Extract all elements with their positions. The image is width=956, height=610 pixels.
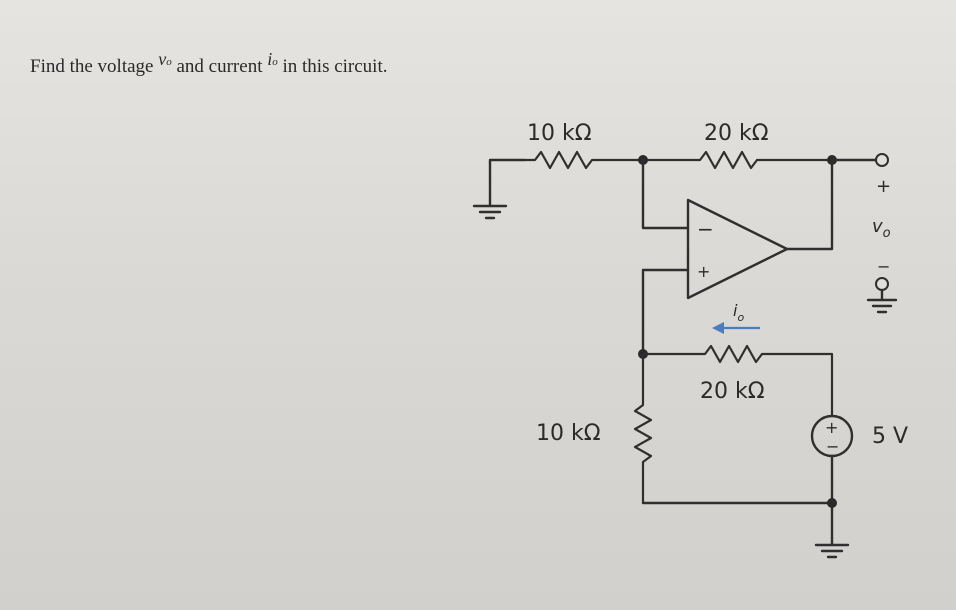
- label-r-middle: 20 kΩ: [700, 379, 765, 404]
- label-output-vo: vo: [872, 216, 891, 241]
- label-r-top-left: 10 kΩ: [527, 121, 592, 146]
- output-terminal-plus: [875, 153, 889, 167]
- source-minus-sign: −: [826, 437, 839, 456]
- source-plus-sign: +: [825, 418, 838, 437]
- output-terminal-minus: [875, 277, 889, 291]
- label-source: 5 V: [872, 424, 908, 449]
- node-bottom: [827, 498, 837, 508]
- question-middle: and current: [176, 56, 263, 77]
- output-plus-sign: +: [876, 176, 891, 197]
- opamp-inverting-sign: −: [697, 217, 714, 241]
- current-symbol: io: [267, 49, 278, 69]
- label-current-io: io: [733, 301, 744, 324]
- resistor-bottom-left: [633, 354, 653, 503]
- resistor-middle: [643, 344, 834, 416]
- current-arrow: [712, 322, 760, 334]
- ground-output: [866, 288, 898, 314]
- output-minus-sign: −: [877, 257, 890, 276]
- op-amp: [686, 198, 789, 300]
- opamp-noninverting-sign: +: [697, 262, 710, 281]
- resistor-top-right: [643, 150, 832, 170]
- question-text: Find the voltage vo and current io in th…: [30, 49, 388, 78]
- ground-bottom: [814, 543, 850, 559]
- question-prefix: Find the voltage: [30, 56, 154, 77]
- question-suffix: in this circuit.: [282, 56, 388, 77]
- ground-left: [472, 158, 527, 220]
- label-r-top-right: 20 kΩ: [704, 121, 769, 146]
- voltage-symbol: vo: [158, 49, 172, 69]
- label-r-bottom-left: 10 kΩ: [536, 421, 601, 446]
- resistor-top-left: [525, 150, 643, 170]
